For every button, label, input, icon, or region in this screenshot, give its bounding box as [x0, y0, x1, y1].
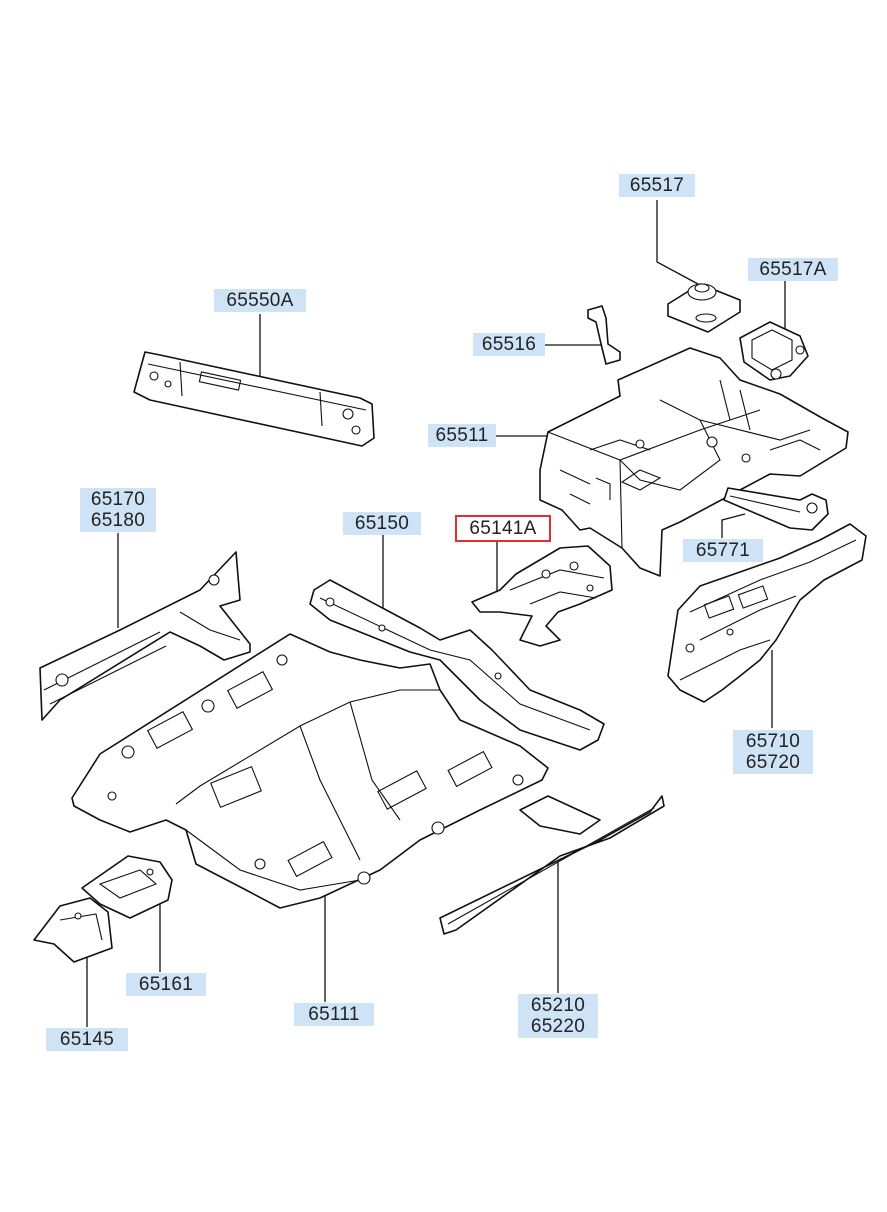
label-text: 65180 — [90, 510, 146, 531]
label-text: 65517A — [759, 259, 827, 280]
label-text: 65150 — [354, 513, 410, 534]
part-65550A-crossmember[interactable] — [133, 351, 375, 447]
part-65161-bracket[interactable] — [81, 855, 173, 919]
label-text: 65210 — [530, 995, 586, 1016]
label-65517[interactable]: 65517 — [619, 174, 695, 197]
label-text: 65710 — [745, 731, 801, 752]
label-65771[interactable]: 65771 — [683, 539, 763, 562]
label-text: 65516 — [481, 334, 537, 355]
part-65145-bracket[interactable] — [33, 897, 113, 963]
label-65145[interactable]: 65145 — [46, 1028, 128, 1051]
label-text: 65111 — [308, 1004, 360, 1025]
label-65150[interactable]: 65150 — [343, 512, 421, 535]
label-65141A[interactable]: 65141A — [455, 515, 551, 542]
part-65150-crossmember[interactable] — [309, 579, 605, 751]
label-text: 65145 — [59, 1029, 115, 1050]
label-65511[interactable]: 65511 — [428, 424, 496, 447]
label-text: 65141A — [469, 518, 537, 539]
label-text: 65720 — [745, 752, 801, 773]
part-65710-side-member[interactable] — [667, 523, 867, 703]
label-text: 65170 — [90, 489, 146, 510]
label-text: 65161 — [138, 974, 194, 995]
leader-lines — [86, 200, 786, 1027]
part-65170-side-panel[interactable] — [39, 551, 251, 721]
part-65511-rear-floor[interactable] — [539, 347, 849, 577]
part-65111-front-floor[interactable] — [71, 633, 549, 909]
part-65210-side-sill[interactable] — [439, 795, 665, 935]
label-text: 65517 — [629, 175, 685, 196]
part-65516-clip[interactable] — [587, 305, 621, 365]
label-text: 65511 — [435, 425, 489, 446]
label-text: 65220 — [530, 1016, 586, 1037]
label-text: 65771 — [695, 540, 751, 561]
label-65516[interactable]: 65516 — [473, 333, 545, 356]
part-65141A-bracket[interactable] — [471, 545, 613, 647]
label-65550A[interactable]: 65550A — [214, 289, 306, 312]
label-text: 65550A — [226, 290, 294, 311]
part-65517A-bracket[interactable] — [739, 321, 809, 381]
label-65111[interactable]: 65111 — [294, 1003, 374, 1026]
label-65161[interactable]: 65161 — [126, 973, 206, 996]
part-65517-plate[interactable] — [667, 283, 741, 333]
part-65771-rail[interactable] — [723, 487, 829, 531]
label-65517A[interactable]: 65517A — [748, 258, 838, 281]
